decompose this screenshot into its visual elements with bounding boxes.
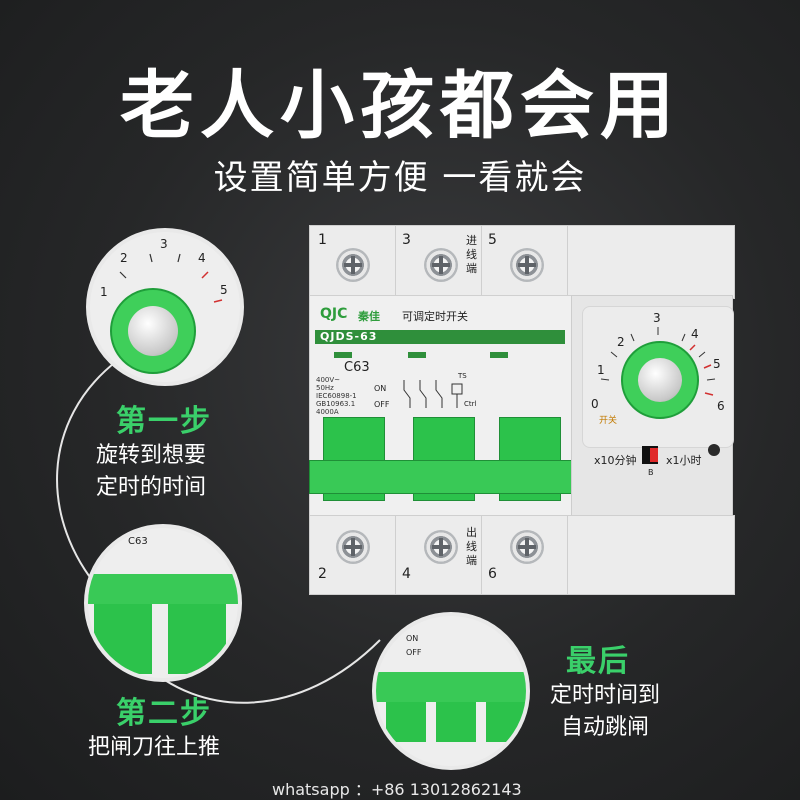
step2-title: 第二步: [116, 696, 212, 731]
dial-number: 5: [713, 357, 721, 371]
screw-icon: [510, 530, 544, 564]
model-bar: [315, 330, 565, 344]
screw-icon: [336, 248, 370, 282]
step3-title: 最后: [566, 644, 630, 679]
svg-text:3: 3: [160, 237, 168, 251]
top-terminal-3: 3 进线端: [395, 225, 483, 299]
svg-text:1: 1: [100, 285, 108, 299]
screw-icon: [424, 248, 458, 282]
bottom-terminal-blank: [567, 515, 735, 595]
step2-desc: 把闸刀往上推: [88, 732, 220, 764]
zoom-handle: [168, 604, 226, 674]
ctrl-label: Ctrl: [464, 400, 477, 408]
terminal-number: 1: [318, 232, 327, 248]
dial-off-label: 开关: [599, 416, 618, 426]
product-title: 可调定时开关: [402, 310, 468, 323]
zoom-tie-bar: [376, 672, 526, 702]
dial-number: 0: [591, 397, 599, 411]
step1-line2: 定时的时间: [96, 475, 207, 500]
watermark: whatsapp ：+86 13012862143: [272, 780, 522, 799]
step1-line1: 旋转到想要: [96, 443, 207, 468]
zoom-dial-scale: 2 3 4 5 1: [100, 237, 228, 303]
top-terminal-1: 1: [309, 225, 397, 299]
brand-cn: 秦佳: [358, 310, 380, 323]
mode-switch[interactable]: [642, 446, 658, 464]
top-terminal-5: 5: [481, 225, 569, 299]
bottom-terminal-6: 6: [481, 515, 569, 595]
step3-line2: 自动跳闸: [560, 715, 649, 740]
top-terminal-blank: [567, 225, 735, 299]
zoom-handle: [94, 604, 152, 674]
switch-slider: [650, 448, 658, 462]
zoom-knob-circle: 2 3 4 5 1: [86, 228, 244, 386]
mode-1hour-label: x1小时: [666, 454, 702, 467]
timer-module: 0 1 2 3 4 5 6 开关 x10分钟 B x1小时: [571, 295, 734, 517]
bottom-terminal-4: 4 出线端: [395, 515, 483, 595]
svg-text:2: 2: [120, 251, 128, 265]
dial-number: 6: [717, 399, 725, 413]
zoom-handle: [486, 702, 526, 742]
mode-10min-label: x10分钟: [594, 454, 637, 467]
indicator-window: [334, 352, 352, 358]
zoom-knob-cap: [128, 306, 178, 356]
terminal-number: 6: [488, 566, 497, 582]
zoom-handle: [386, 702, 426, 742]
time-knob[interactable]: [621, 341, 699, 419]
model-label: QJDS-63: [320, 330, 378, 343]
knob-cap: [638, 358, 682, 402]
headline: 老人小孩都会用: [120, 63, 680, 149]
zoom-knob: [110, 288, 196, 374]
svg-text:4: 4: [198, 251, 206, 265]
screw-icon: [510, 248, 544, 282]
dial-number: 3: [653, 311, 661, 325]
handle-tie-bar[interactable]: [309, 460, 573, 494]
ts-label: TS: [458, 372, 467, 380]
off-label: OFF: [374, 400, 390, 409]
terminal-number: 2: [318, 566, 327, 582]
dial-number: 4: [691, 327, 699, 341]
dial-number: 2: [617, 335, 625, 349]
zoom-tie-bar: [88, 574, 238, 604]
circuit-diagram: [403, 380, 463, 408]
in-label: 进线端: [466, 234, 477, 275]
zoom-rating-label: C63: [128, 536, 148, 547]
rating-label: C63: [344, 360, 370, 375]
terminal-number: 4: [402, 566, 411, 582]
timer-dial: 0 1 2 3 4 5 6 开关: [582, 306, 734, 448]
spec-text: 400V~ 50Hz IEC60898-1 GB10963.1 4000A: [316, 376, 357, 416]
zoom-tripped-circle: ON OFF: [372, 612, 530, 770]
dial-scale: [600, 327, 716, 396]
timer-breaker-device: 1 3 进线端 5 QJC 秦佳 可调定时开关 QJDS-63 C63 400V…: [309, 225, 735, 595]
step1-title: 第一步: [116, 404, 212, 439]
step3-desc: 定时时间到 自动跳闸: [540, 680, 670, 744]
step1-desc: 旋转到想要 定时的时间: [96, 440, 206, 504]
status-led: [708, 444, 720, 456]
screw-icon: [336, 530, 370, 564]
zoom-handle-circle: C63: [84, 524, 242, 682]
dial-number: 1: [597, 363, 605, 377]
indicator-window: [408, 352, 426, 358]
zoom-handle: [436, 702, 476, 742]
switch-letter: B: [648, 468, 654, 477]
bottom-terminal-2: 2: [309, 515, 397, 595]
step3-line1: 定时时间到: [549, 683, 660, 708]
step2-line1: 把闸刀往上推: [88, 735, 221, 760]
on-label: ON: [374, 384, 387, 393]
terminal-number: 5: [488, 232, 497, 248]
zoom-on-label: ON: [406, 634, 419, 643]
subline: 设置简单方便 一看就会: [213, 158, 587, 198]
brand-logo: QJC: [320, 306, 348, 322]
screw-icon: [424, 530, 458, 564]
svg-text:5: 5: [220, 283, 228, 297]
indicator-window: [490, 352, 508, 358]
zoom-off-label: OFF: [406, 648, 422, 657]
out-label: 出线端: [466, 526, 477, 567]
terminal-number: 3: [402, 232, 411, 248]
